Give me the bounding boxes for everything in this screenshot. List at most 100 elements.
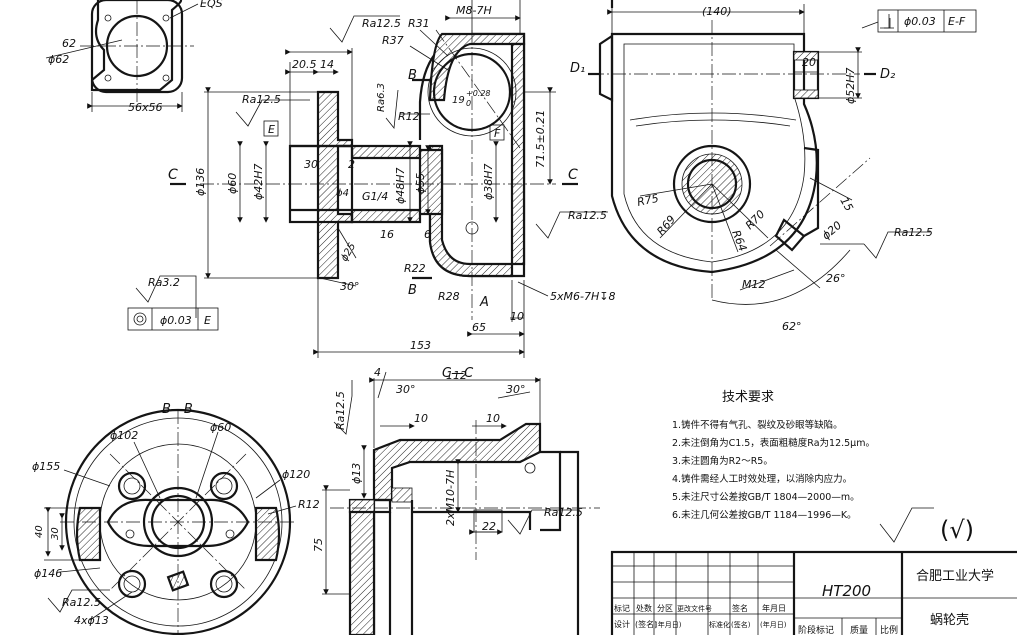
- label-a: A: [479, 295, 489, 310]
- tb-stage: 阶段标记: [798, 624, 834, 635]
- tb-standardization: 标准化: [709, 620, 730, 629]
- dim-m10: 2xM10-7H: [444, 470, 457, 526]
- dim-30-bb: 30: [50, 527, 61, 540]
- dim-65: 65: [472, 321, 486, 334]
- dim-2: 2: [348, 158, 355, 171]
- ra-3-2: Ra3.2: [148, 276, 180, 289]
- dim-r12-b: R12: [298, 498, 320, 511]
- dim-r12-a: R12: [398, 110, 420, 123]
- requirement-1: 1.铸件不得有气孔、裂纹及砂眼等缺陷。: [672, 419, 843, 431]
- dim-20: 20: [802, 56, 816, 69]
- front-section-view: [127, 0, 608, 358]
- requirement-5: 5.未注尺寸公差按GB/T 1804—2000—m。: [672, 491, 860, 503]
- section-cc-title: C—C: [442, 366, 474, 381]
- requirement-6: 6.未注几何公差按GB/T 1184—1996—K。: [672, 509, 857, 521]
- title-block: [610, 550, 1017, 635]
- dim-40: 40: [34, 525, 45, 538]
- dim-10-b: 10: [414, 412, 428, 425]
- dim-30: 30: [304, 158, 318, 171]
- section-bb-view: [44, 408, 297, 635]
- dim-d155: ϕ155: [32, 460, 60, 473]
- section-b-top: B: [408, 68, 417, 83]
- dim-56x56: 56x56: [128, 101, 163, 114]
- ra-12-5-b: Ra12.5: [242, 93, 281, 106]
- dim-d102: ϕ102: [110, 429, 138, 442]
- tb-date: 年月日: [762, 603, 786, 613]
- dim-10-c: 10: [486, 412, 500, 425]
- tb-design-sign: (签名): [635, 619, 657, 629]
- angle-30-b: 30°: [396, 383, 416, 396]
- section-cc-view: [322, 371, 600, 635]
- tol-zero: 0: [466, 99, 471, 108]
- dim-112: 112: [446, 369, 467, 382]
- dim-r31: R31: [408, 17, 430, 30]
- ra-12-5-g: Ra12.5: [544, 506, 583, 519]
- section-c-right: C: [568, 167, 578, 183]
- dim-r37: R37: [382, 34, 404, 47]
- dim-15: 15: [837, 195, 855, 214]
- ra-12-5-a: Ra12.5: [362, 17, 401, 30]
- tb-std-sign: (签名): [731, 620, 751, 629]
- dim-22: 22: [482, 520, 496, 533]
- general-roughness-symbol: [879, 507, 934, 543]
- requirement-4: 4.铸件需经人工时效处理，以消除内应力。: [672, 473, 852, 485]
- ra-6-3: Ra6.3: [376, 83, 387, 112]
- dim-14: 14: [320, 58, 334, 71]
- part-name: 蜗轮壳: [930, 612, 969, 628]
- dim-d42h7: ϕ42H7: [252, 163, 265, 200]
- dim-4xd13: 4xϕ13: [74, 614, 109, 627]
- ra-12-5-c: Ra12.5: [568, 209, 607, 222]
- requirements-title: 技术要求: [722, 390, 774, 405]
- datum-f: F: [494, 127, 501, 140]
- label-d1: D₁: [570, 61, 585, 76]
- dim-6: 6: [424, 228, 431, 241]
- school-name: 合肥工业大学: [916, 568, 994, 584]
- angle-26: 26°: [826, 272, 846, 285]
- label-d2: D₂: [880, 67, 895, 82]
- dim-r75: R75: [636, 192, 660, 209]
- ra-12-5-e: Ra12.5: [62, 596, 101, 609]
- tb-zone: 分区: [657, 604, 673, 613]
- dim-62: 62: [62, 37, 76, 50]
- ra-12-5-f: Ra12.5: [334, 391, 347, 430]
- material-label: HT200: [822, 582, 871, 600]
- dim-m6: 5xM6-7H↧8: [550, 290, 615, 303]
- dim-d38h7: ϕ38H7: [482, 163, 495, 200]
- dim-75: 75: [312, 538, 325, 552]
- dim-m8: M8-7H: [456, 4, 492, 17]
- angle-30-c: 30°: [506, 383, 526, 396]
- dim-r22: R22: [404, 262, 426, 275]
- dim-d52h7: ϕ52H7: [844, 67, 857, 104]
- dim-d146: ϕ146: [34, 567, 62, 580]
- tb-design: 设计: [614, 619, 630, 629]
- dim-140: (140): [702, 5, 732, 18]
- tb-std-date: (年月日): [760, 620, 787, 629]
- dim-g14: G1/4: [362, 190, 388, 203]
- dim-10: 10: [510, 310, 524, 323]
- requirement-3: 3.未注圆角为R2～R5。: [672, 455, 773, 467]
- tb-change-doc: 更改文件号: [677, 604, 712, 613]
- tb-mass: 质量: [850, 624, 868, 635]
- dim-d120: ϕ120: [282, 468, 310, 481]
- tb-design-date: (年月日): [655, 620, 682, 629]
- dim-d55: ϕ55: [414, 173, 427, 194]
- dim-153: 153: [410, 339, 431, 352]
- dim-d62: ϕ62: [48, 53, 69, 66]
- dim-m12: M12: [742, 278, 766, 291]
- dim-d20: ϕ20: [820, 219, 845, 243]
- datum-e: E: [268, 123, 275, 136]
- tb-mark: 标记: [614, 603, 630, 613]
- dim-19: 19: [452, 95, 465, 106]
- dim-d60-bb: ϕ60: [210, 421, 231, 434]
- section-b-bottom: B: [408, 283, 417, 298]
- angle-62: 62°: [782, 320, 802, 333]
- dim-d48h7: ϕ48H7: [394, 167, 407, 204]
- tb-scale: 比例: [880, 624, 898, 635]
- concentricity-value: ϕ0.03: [160, 314, 192, 327]
- dim-r70: R70: [743, 208, 767, 232]
- tol-plus: +0.28: [466, 89, 491, 98]
- dim-d13: ϕ13: [350, 463, 363, 484]
- general-roughness-bracket: (√): [940, 516, 974, 544]
- perp-value: ϕ0.03: [904, 15, 936, 28]
